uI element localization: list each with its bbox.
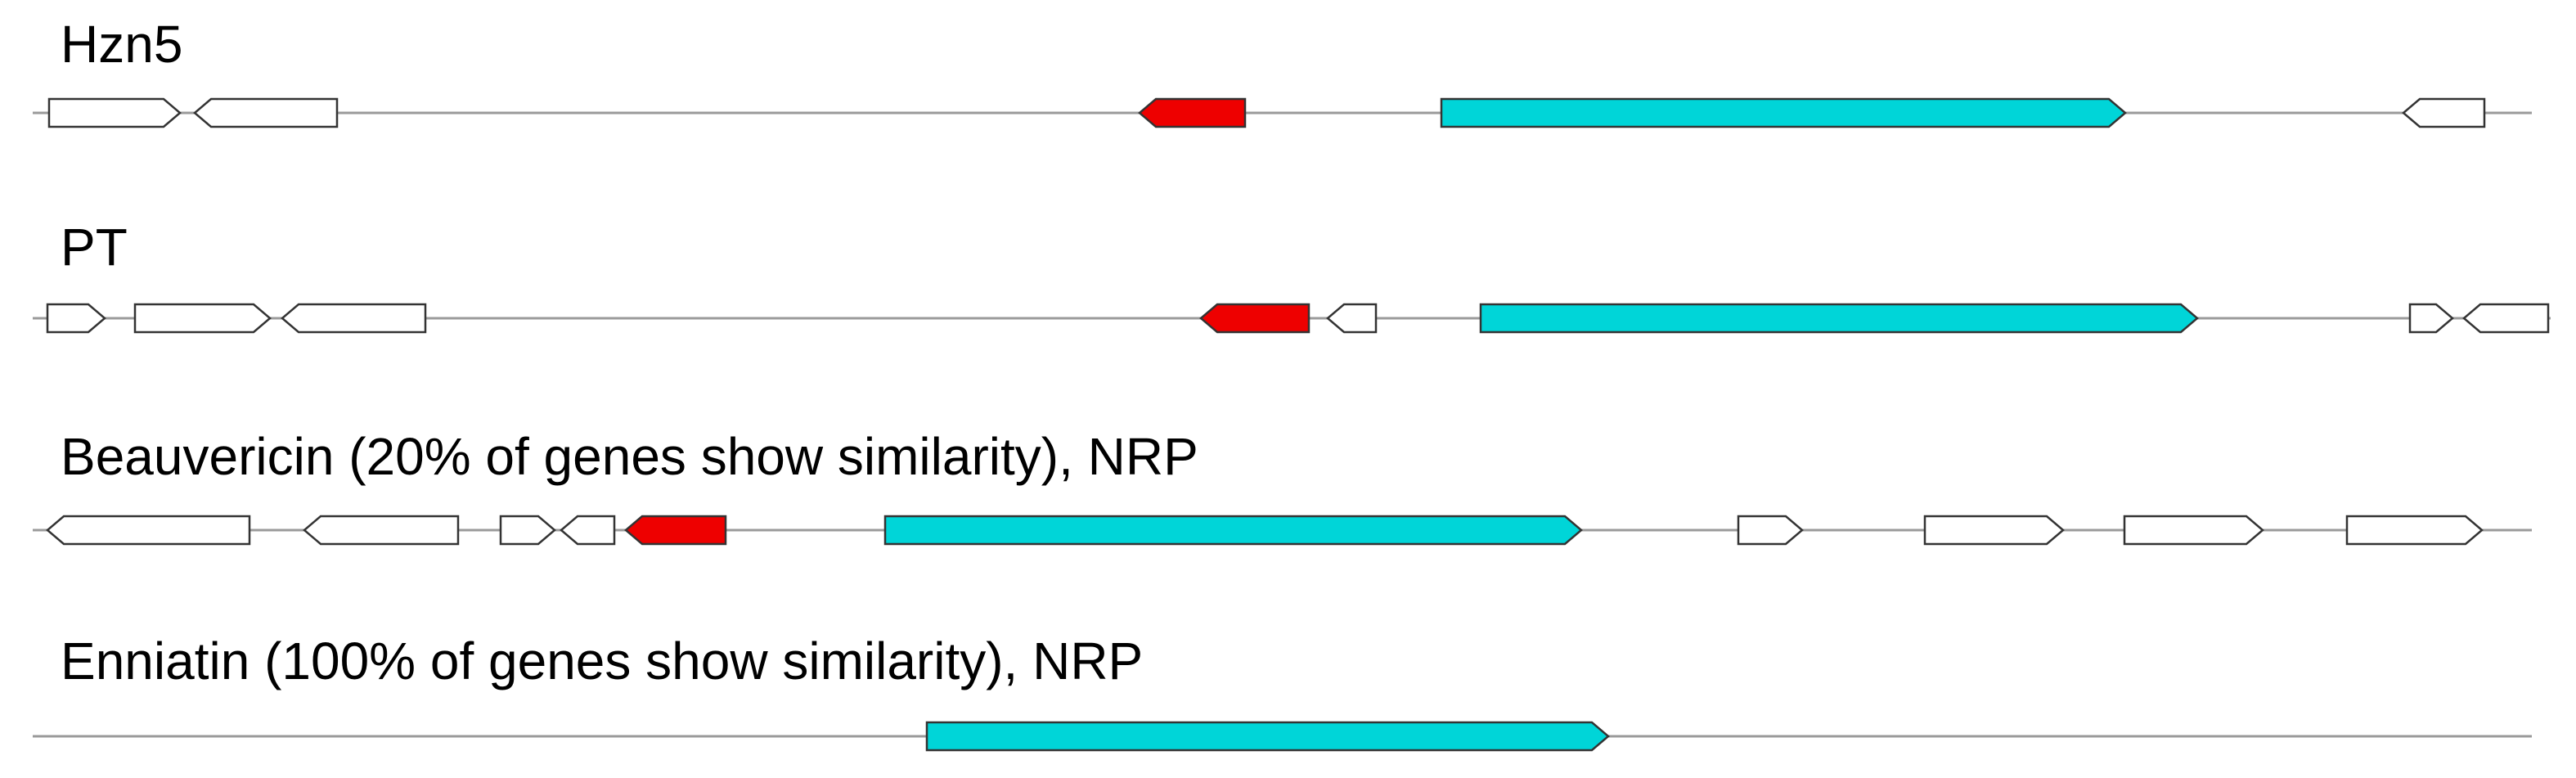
gene-arrow-cyan bbox=[925, 721, 1610, 752]
cluster-track bbox=[33, 97, 2532, 128]
cluster-label-pt: PT bbox=[61, 218, 128, 277]
gene-arrow bbox=[2123, 515, 2264, 546]
gene-arrow bbox=[1923, 515, 2065, 546]
cluster-track bbox=[33, 303, 2551, 334]
gene-arrow bbox=[2345, 515, 2484, 546]
gene-arrow bbox=[281, 303, 427, 334]
cluster-track bbox=[33, 515, 2532, 546]
gene-arrow bbox=[2402, 97, 2486, 128]
cluster-label-hzn5: Hzn5 bbox=[61, 15, 183, 74]
gene-arrow-red bbox=[1199, 303, 1310, 334]
gene-arrow-cyan bbox=[1440, 97, 2127, 128]
gene-arrow-red bbox=[624, 515, 727, 546]
gene-arrow bbox=[46, 303, 106, 334]
gene-arrow bbox=[560, 515, 616, 546]
gene-arrow bbox=[303, 515, 460, 546]
gene-arrow-cyan bbox=[883, 515, 1583, 546]
cluster-track bbox=[33, 721, 2532, 752]
gene-arrow bbox=[1326, 303, 1378, 334]
gene-arrow bbox=[1737, 515, 1804, 546]
gene-arrow-red bbox=[1138, 97, 1247, 128]
gene-arrow bbox=[2462, 303, 2550, 334]
gene-arrow-cyan bbox=[1479, 303, 2199, 334]
gene-arrow bbox=[46, 515, 251, 546]
cluster-label-enniatin: Enniatin (100% of genes show similarity)… bbox=[61, 632, 1144, 690]
gene-arrow bbox=[499, 515, 556, 546]
gene-arrow bbox=[47, 97, 182, 128]
cluster-label-beauvericin: Beauvericin (20% of genes show similarit… bbox=[61, 427, 1198, 486]
gene-arrow bbox=[193, 97, 339, 128]
gene-arrow bbox=[2408, 303, 2454, 334]
gene-arrow bbox=[133, 303, 272, 334]
